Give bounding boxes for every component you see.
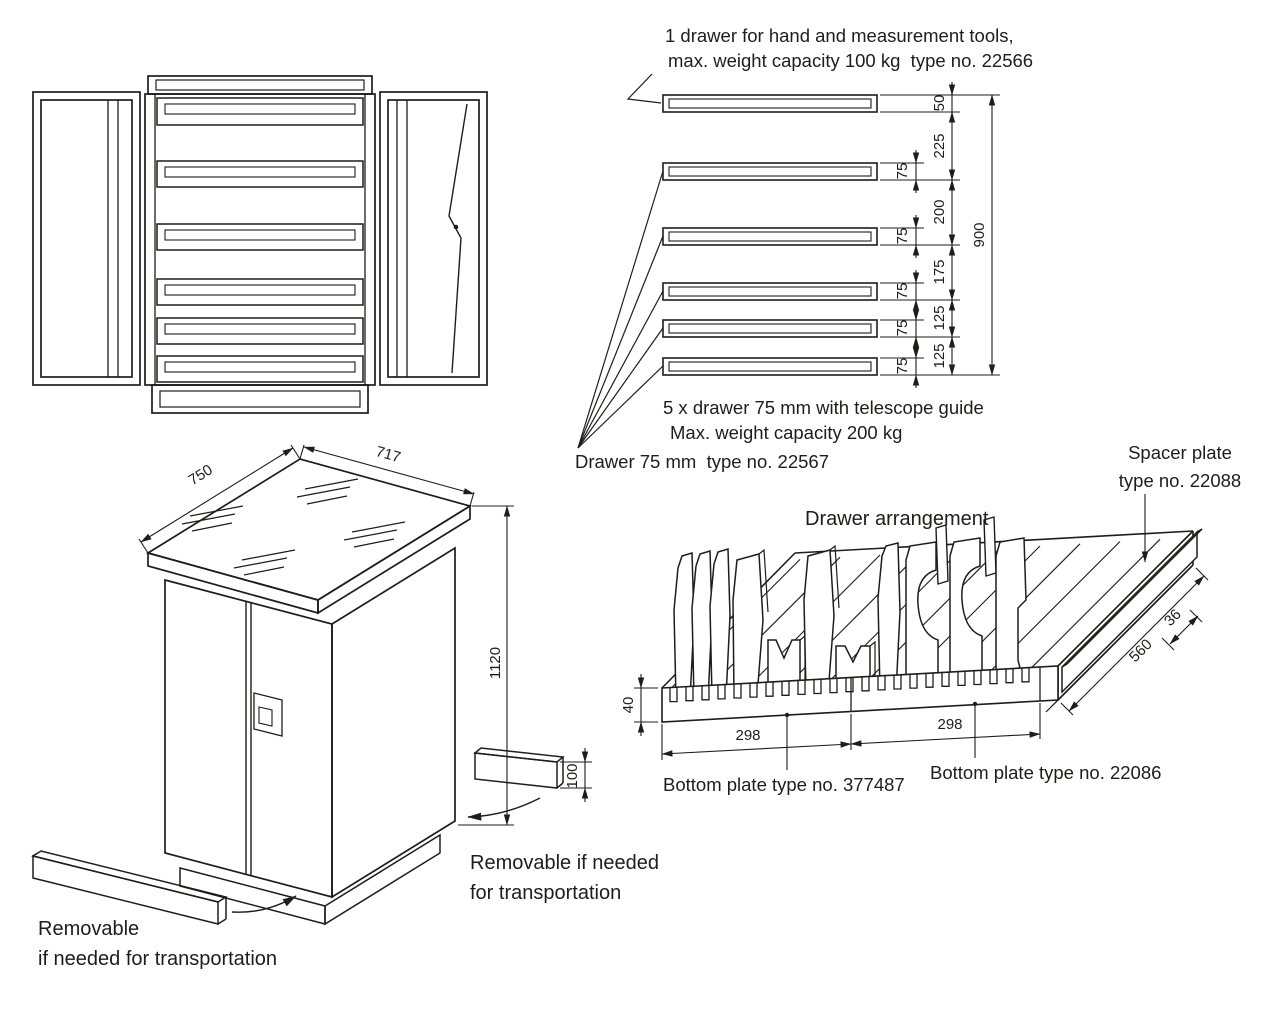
stack-drawers [662, 94, 878, 376]
removable-note-left-line2: if needed for transportation [38, 948, 277, 970]
right-transport-rail [473, 747, 565, 789]
back-row-tools [935, 516, 997, 585]
tool-punch-wide-2 [803, 549, 835, 695]
stack-extension-lines [880, 94, 1000, 376]
arrangement-dim-lines [634, 567, 1209, 760]
drawer-75-type-note: Drawer 75 mm type no. 22567 [575, 451, 829, 472]
rail-removal-arrow-right [467, 797, 541, 821]
dim-750-label: 750 [186, 461, 216, 489]
dim-200-label: 200 [931, 199, 948, 224]
arrangement-title: Drawer arrangement [805, 508, 989, 530]
cabinet-plinth [151, 384, 369, 414]
tool-punch-3 [709, 548, 731, 699]
left-door [32, 91, 141, 386]
tool-gooseneck-punch-2 [949, 537, 983, 689]
tabletop-reflection-lines [181, 478, 406, 576]
cabinet-iso-body [164, 546, 456, 899]
dim-36-label: 36 [1161, 606, 1185, 630]
dim-1120-label: 1120 [487, 647, 504, 679]
dim-298-left-label: 298 [735, 727, 760, 744]
removable-note-left-line1: Removable [38, 918, 139, 940]
dim-75-label-3: 75 [894, 283, 911, 300]
dim-298-right-label: 298 [937, 716, 962, 733]
tool-punch-1 [673, 552, 695, 701]
tool-punch-5 [995, 537, 1027, 687]
press-brake-tools [673, 537, 1027, 713]
top-drawer-note-line2: max. weight capacity 100 kg type no. 225… [668, 50, 1033, 71]
bottom-plate-slots [669, 667, 1030, 703]
cabinet-front-view [32, 75, 488, 414]
spacer-plate-label-line2: type no. 22088 [1119, 470, 1241, 491]
removable-note-right-line2: for transportation [470, 882, 621, 904]
tool-gooseneck-punch-1 [905, 541, 939, 691]
telescope-drawer-note-line1: 5 x drawer 75 mm with telescope guide [663, 397, 984, 418]
dim-717-label: 717 [374, 443, 403, 466]
cabinet-isometric-view [31, 444, 592, 926]
bottom-plate-right-label: Bottom plate type no. 22086 [930, 762, 1161, 783]
top-drawer-note-line1: 1 drawer for hand and measurement tools, [665, 25, 1014, 46]
dim-175-label: 175 [931, 259, 948, 284]
dim-75-label-1: 75 [894, 163, 911, 180]
tool-punch-2 [691, 550, 713, 700]
dim-125-label-1: 125 [931, 305, 948, 330]
drawer-arrangement-diagram [634, 494, 1209, 770]
dim-50-label: 50 [931, 95, 948, 112]
left-transport-rail [31, 850, 228, 925]
right-door [379, 91, 488, 386]
dim-560-label: 560 [1126, 636, 1156, 666]
tool-back-blade-1 [935, 524, 949, 585]
bottom-plate-left-label: Bottom plate type no. 377487 [663, 774, 905, 795]
tool-back-blade-2 [983, 516, 997, 577]
dim-75-label-2: 75 [894, 228, 911, 245]
drawer-fan-leader-lines [577, 170, 664, 449]
drawer-stack-diagram [577, 73, 1000, 449]
front-view-drawers [156, 97, 364, 383]
door-latch-dot [453, 224, 459, 230]
spacer-plate [1061, 528, 1203, 694]
cabinet-iso-plinth [179, 833, 441, 926]
dim-100-label: 100 [564, 763, 581, 788]
tool-punch-wide-1 [732, 553, 764, 698]
rail-removal-arrow-left [231, 895, 297, 913]
cabinet-iso-dim-lines [138, 444, 592, 826]
top-drawer-leader-line [626, 73, 662, 104]
tool-punch-4 [877, 542, 901, 693]
dim-40-label: 40 [620, 697, 637, 714]
dim-75-label-5: 75 [894, 358, 911, 375]
dim-225-label: 225 [931, 133, 948, 158]
spacer-plate-label-line1: Spacer plate [1128, 442, 1232, 463]
dim-125-label-2: 125 [931, 343, 948, 368]
telescope-drawer-note-line2: Max. weight capacity 200 kg [670, 422, 902, 443]
door-handle [253, 692, 283, 737]
dim-900-label: 900 [971, 222, 988, 247]
removable-note-right-line1: Removable if needed [470, 852, 659, 874]
dim-75-label-4: 75 [894, 320, 911, 337]
